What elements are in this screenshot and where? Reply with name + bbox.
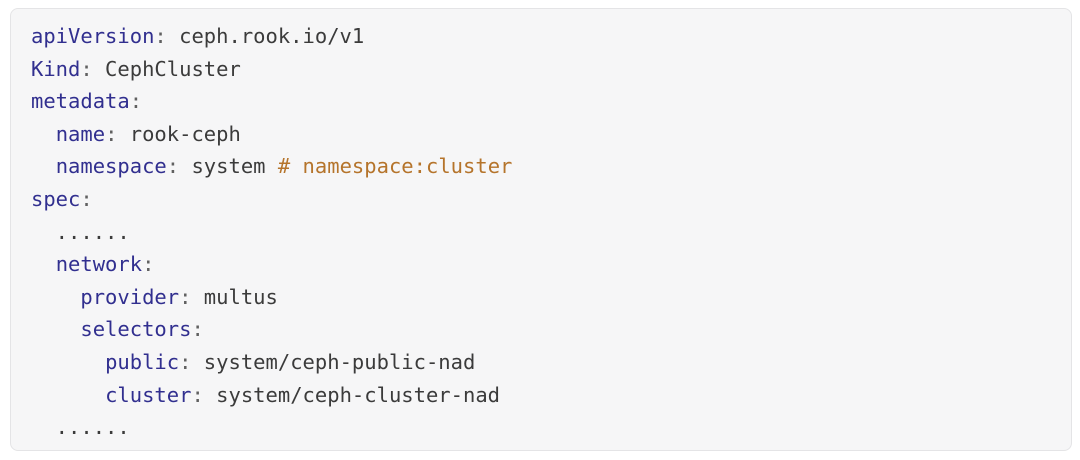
token-punct: : bbox=[105, 121, 118, 146]
code-line: apiVersion: ceph.rook.io/v1 bbox=[31, 20, 1051, 53]
token-punct: : bbox=[80, 186, 93, 211]
token-punct: : bbox=[154, 24, 167, 48]
token-punct: : bbox=[80, 56, 93, 81]
code-line: ...... bbox=[31, 411, 1051, 444]
token-value bbox=[31, 350, 105, 374]
token-key: metadata bbox=[31, 89, 130, 114]
code-line: ...... bbox=[31, 216, 1051, 249]
code-line: network: bbox=[31, 248, 1051, 281]
token-key: Kind bbox=[31, 56, 81, 81]
token-punct: : bbox=[142, 252, 155, 277]
token-value: system/ceph-cluster-nad bbox=[203, 382, 501, 407]
token-value bbox=[31, 252, 56, 276]
token-value: CephCluster bbox=[92, 56, 241, 81]
token-value: rook-ceph bbox=[117, 121, 241, 146]
token-key: namespace bbox=[55, 154, 167, 179]
code-line: provider: multus bbox=[31, 281, 1051, 314]
token-value: ceph.rook.io/v1 bbox=[166, 24, 365, 48]
token-value bbox=[31, 122, 56, 146]
token-punct: : bbox=[129, 89, 143, 114]
code-line: public: system/ceph-public-nad bbox=[31, 346, 1051, 379]
code-line: cluster: system/ceph-cluster-nad bbox=[31, 379, 1051, 412]
token-value: multus bbox=[191, 284, 278, 309]
token-key: apiVersion bbox=[31, 24, 155, 48]
token-value bbox=[31, 285, 80, 309]
token-comment: # namespace:cluster bbox=[277, 154, 513, 179]
token-key: spec bbox=[31, 186, 81, 211]
token-key: name bbox=[55, 121, 106, 146]
code-line: selectors: bbox=[31, 313, 1051, 346]
token-value: system bbox=[179, 154, 278, 179]
token-key: selectors bbox=[80, 317, 192, 342]
token-punct: : bbox=[179, 284, 192, 309]
token-punct: : bbox=[191, 382, 204, 407]
token-value: ...... bbox=[31, 415, 130, 440]
code-line: namespace: system # namespace:cluster bbox=[31, 150, 1051, 183]
token-key: public bbox=[105, 349, 180, 374]
code-line: metadata: bbox=[31, 85, 1051, 118]
token-punct: : bbox=[191, 317, 204, 342]
token-key: provider bbox=[80, 284, 180, 309]
code-line: name: rook-ceph bbox=[31, 118, 1051, 151]
token-value bbox=[31, 317, 80, 341]
token-value: ...... bbox=[31, 219, 130, 244]
token-punct: : bbox=[179, 349, 192, 374]
token-key: network bbox=[55, 252, 143, 277]
token-punct: : bbox=[166, 154, 180, 179]
token-key: cluster bbox=[105, 382, 192, 407]
token-value: system/ceph-public-nad bbox=[191, 349, 476, 374]
code-line: spec: bbox=[31, 183, 1051, 216]
token-value bbox=[31, 154, 56, 178]
code-line: Kind: CephCluster bbox=[31, 53, 1051, 86]
token-value bbox=[31, 383, 105, 407]
